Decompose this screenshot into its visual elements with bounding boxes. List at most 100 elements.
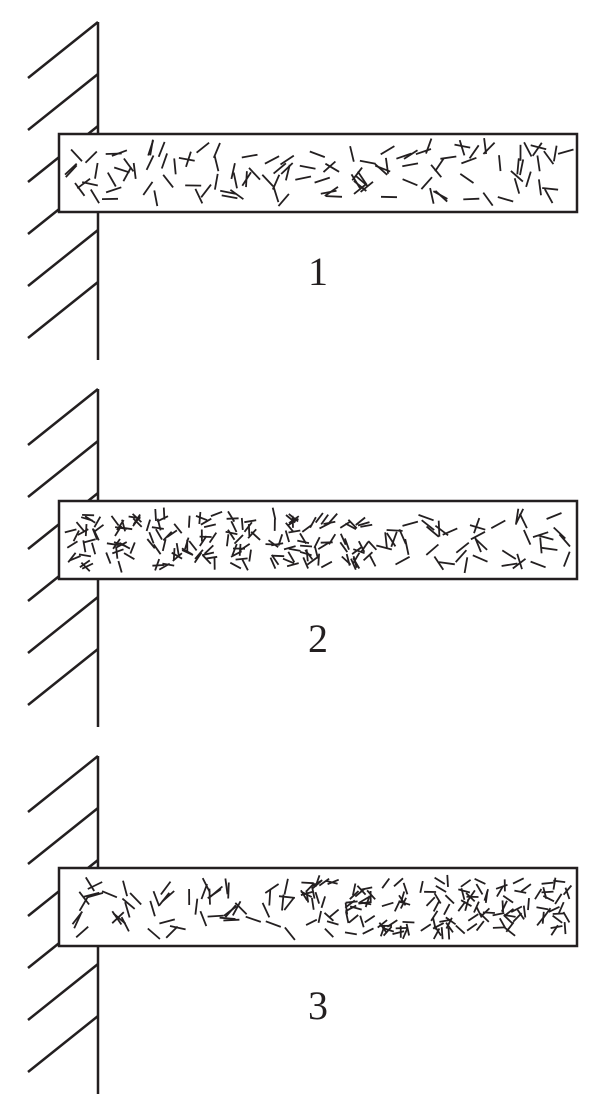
fiber-segment [107,172,117,187]
fiber-segment [306,556,318,566]
fiber-segment [286,562,299,568]
fiber-segment [492,926,505,929]
fiber-segment [553,145,558,162]
fiber-pattern [64,507,571,574]
fiber-segment [152,543,162,555]
fiber-segment [110,515,120,527]
fiber-segment [239,543,251,552]
fiber-segment [475,920,485,932]
fiber-segment [320,560,333,569]
fiber-segment [474,538,488,551]
fiber-segment [501,549,517,560]
fiber-segment [157,141,166,158]
fiber-segment [468,144,480,159]
fiber-segment [402,927,409,940]
fiber-segment [188,540,198,551]
fiber-segment [425,138,433,154]
fiber-segment [226,534,230,547]
fiber-segment [510,905,523,913]
fiber-segment [282,557,295,565]
fiber-segment [284,926,296,941]
fiber-segment [156,518,162,531]
fiber-segment [328,533,337,545]
fiber-segment [459,173,475,184]
fiber-segment [299,551,312,557]
fiber-segment [523,529,532,545]
fiber-segment [132,162,137,180]
fiber-segment [196,141,210,154]
fiber-segment [531,142,543,157]
fiber-segment [503,914,516,918]
fiber-segment [398,528,407,545]
fiber-segment [226,517,239,520]
fiber-segment [90,189,100,204]
fiber-segment [501,562,518,567]
fiber-segment [513,178,521,194]
beam-diagram-2: 2 [0,367,600,740]
fiber-segment [309,516,317,529]
fiber-segment [173,158,177,175]
fiber-segment [283,878,289,895]
fiber-segment [532,531,549,538]
fiber-segment [76,177,91,190]
fiber-segment [105,186,122,194]
fiber-segment [166,529,178,538]
fiber-segment [66,540,78,549]
fiber-segment [360,541,369,553]
fiber-segment [349,905,362,911]
beam-drawing [27,388,579,727]
fiber-segment [328,908,340,918]
fiber-segment [445,922,454,933]
fiber-segment [87,881,103,890]
fiber-segment [425,543,439,556]
fiber-segment [106,542,119,546]
fiber-segment [111,911,125,924]
fiber-segment [128,515,141,520]
fiber-segment [265,543,278,546]
fiber-segment [302,557,309,569]
fiber-segment [353,180,367,192]
fiber-segment [120,916,130,932]
fiber-segment [402,921,415,924]
fiber-segment [380,145,395,156]
fiber-segment [83,891,100,898]
fiber-segment [472,554,488,563]
fiber-segment [198,511,202,524]
fiber-segment [360,886,373,891]
fiber-segment [458,888,471,894]
fiber-segment [518,513,528,529]
fiber-segment [272,554,285,558]
fiber-segment [501,900,504,913]
fiber-segment [235,557,248,561]
fiber-segment [194,549,204,560]
fiber-segment [362,927,374,935]
fiber-segment [193,552,203,564]
fiber-segment [348,914,359,924]
fiber-segment [433,555,445,571]
fiber-segment [78,896,89,912]
fiber-segment [512,558,527,570]
fiber-segment [426,525,440,538]
fiber-segment [466,922,478,932]
fiber-segment [425,896,436,907]
fiber-segment [429,187,435,204]
fiber-segment [111,910,123,926]
wall-hatch [27,596,99,654]
fiber-segment [78,553,92,558]
fiber-segment [323,520,336,525]
fiber-segment [145,519,151,532]
fiber-segment [546,512,562,520]
fiber-segment [248,167,261,181]
fiber-segment [278,895,295,899]
fiber-segment [552,912,565,915]
fiber-segment [502,895,514,904]
fiber-segment [445,916,457,926]
fiber-segment [132,517,143,528]
fiber-segment [238,543,242,556]
fiber-segment [460,879,472,888]
fiber-segment [314,875,321,887]
fiber-segment [264,883,280,894]
fiber-segment [121,519,126,532]
fiber-segment [230,520,238,533]
beam-diagram-1: 1 [0,0,600,373]
